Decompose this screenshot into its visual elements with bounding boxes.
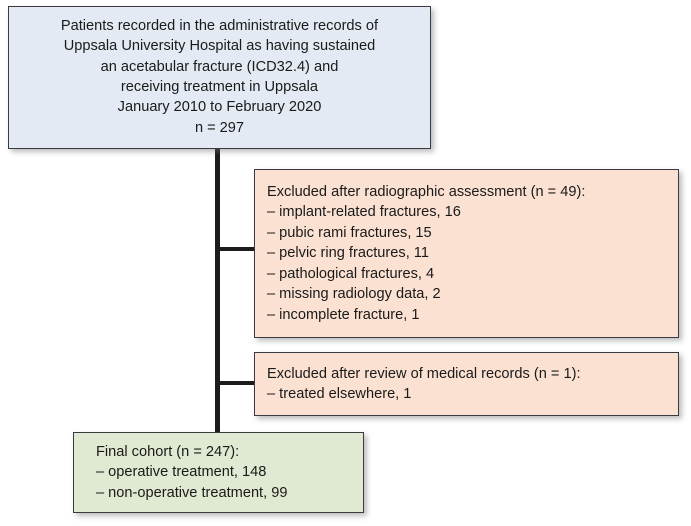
connector-branch-to-excluded-radiographic [215, 247, 256, 251]
node-excluded-radiographic: Excluded after radiographic assessment (… [254, 169, 679, 338]
node-source-population: Patients recorded in the administrative … [8, 6, 431, 149]
node-excluded-medical-records: Excluded after review of medical records… [254, 352, 679, 416]
node-excluded-medical-records-text: Excluded after review of medical records… [267, 365, 581, 402]
node-final-cohort: Final cohort (n = 247): – operative trea… [73, 432, 364, 513]
node-final-cohort-text: Final cohort (n = 247): – operative trea… [96, 443, 288, 501]
node-source-population-text: Patients recorded in the administrative … [60, 17, 379, 136]
node-excluded-radiographic-text: Excluded after radiographic assessment (… [267, 184, 586, 323]
connector-trunk-vertical [215, 148, 220, 433]
connector-branch-to-excluded-medical-records [215, 381, 256, 385]
